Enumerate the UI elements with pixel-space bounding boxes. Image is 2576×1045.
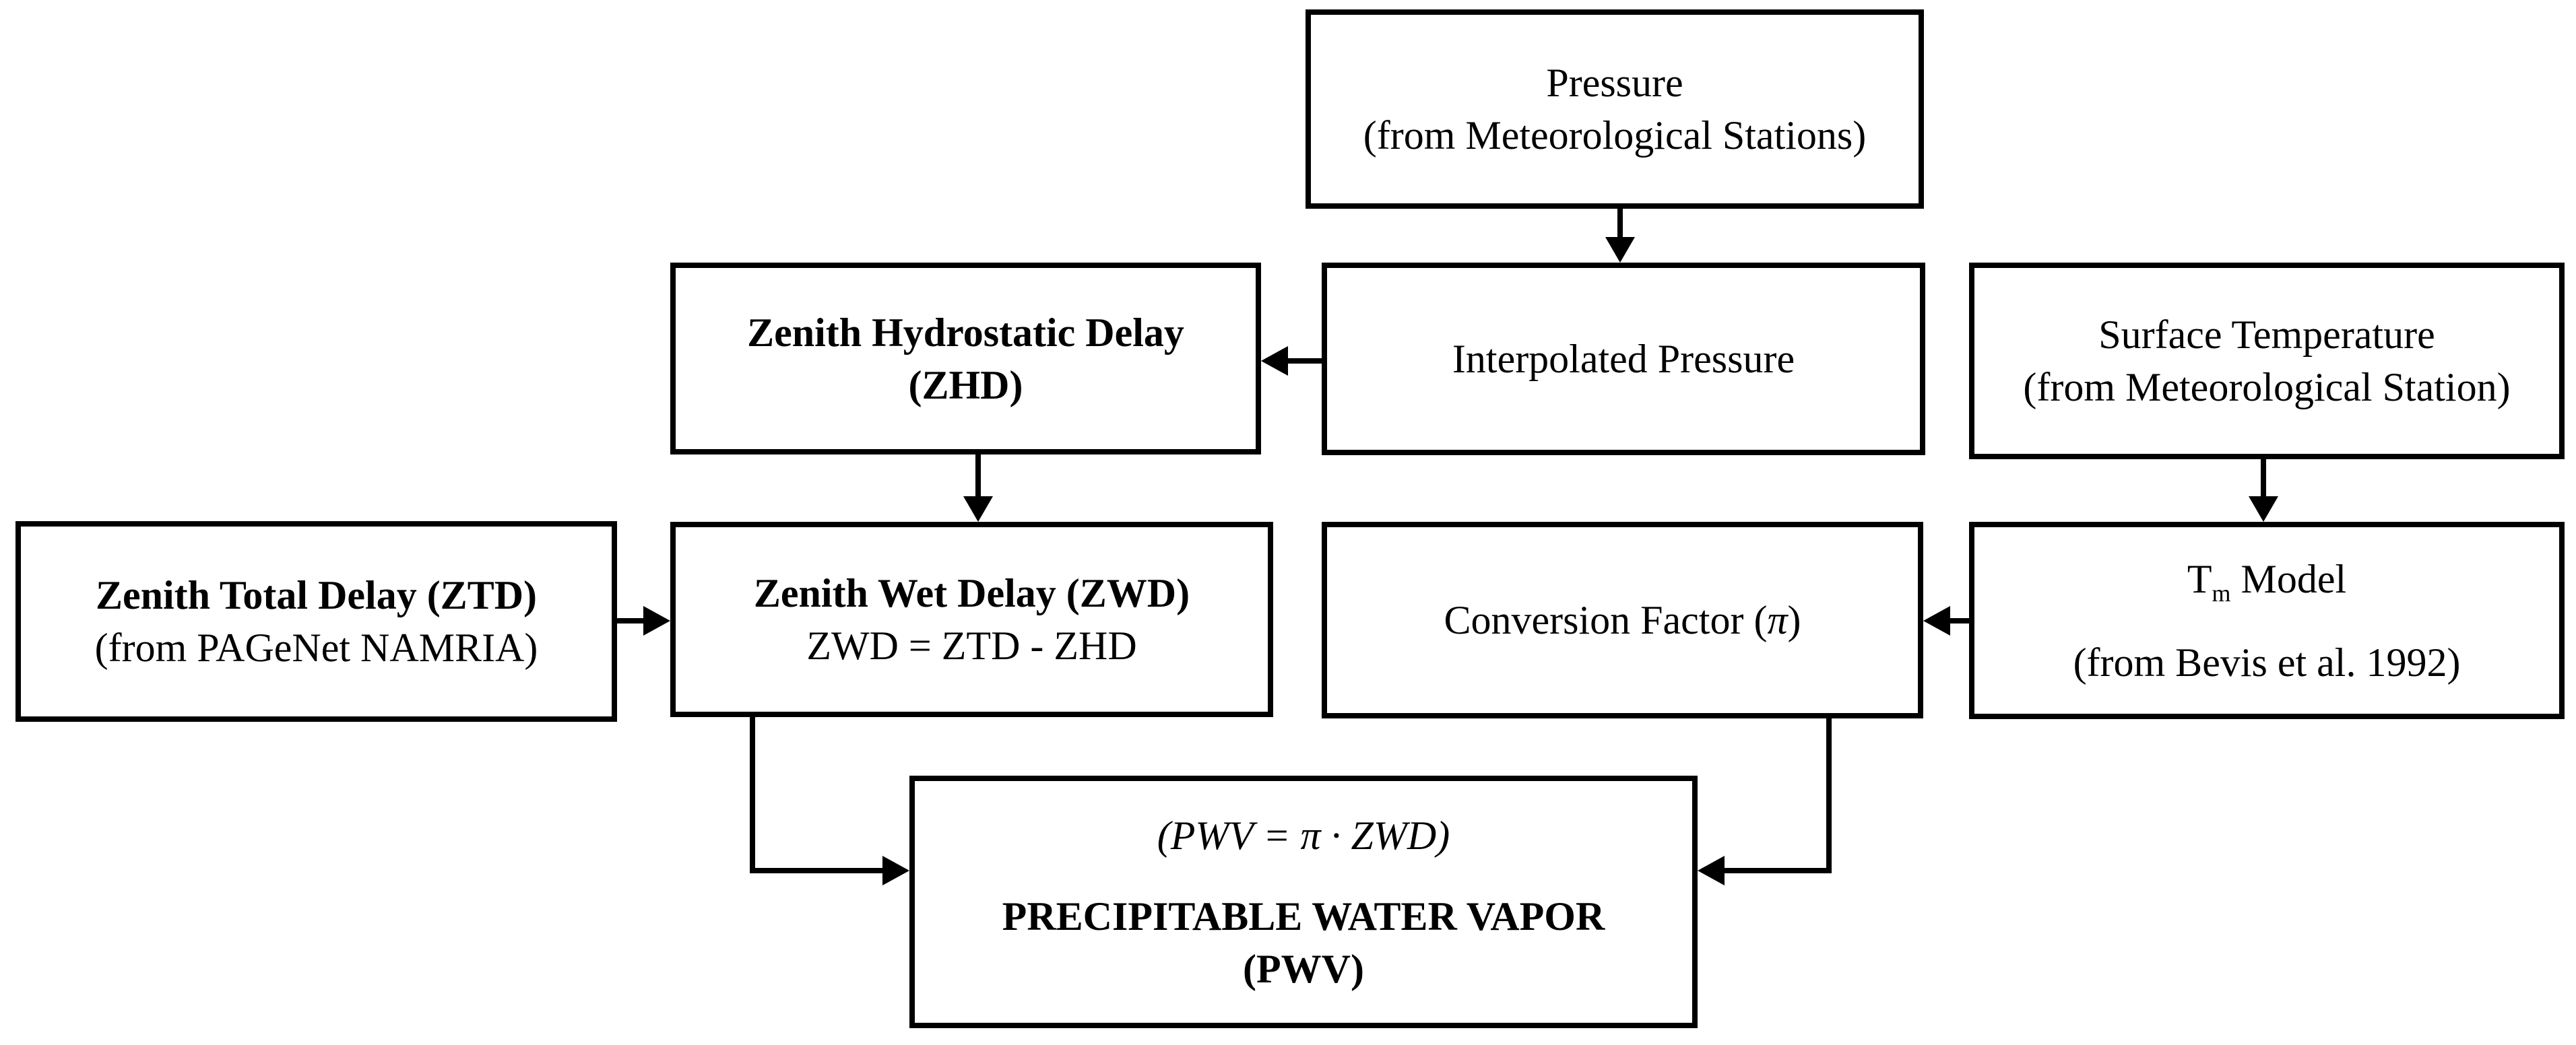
connector-zhd-to-zwd-shaft (975, 454, 981, 498)
connector-conversion-to-pwv-vertical (1826, 718, 1832, 873)
node-zenith-wet-delay: Zenith Wet Delay (ZWD) ZWD = ZTD - ZHD (670, 522, 1273, 717)
node-pressure: Pressure (from Meteorological Stations) (1306, 9, 1924, 209)
node-surface-temperature: Surface Temperature (from Meteorological… (1969, 263, 2565, 459)
node-pressure-line1: Pressure (1546, 61, 1683, 105)
node-zhd-line2: (ZHD) (908, 362, 1023, 407)
connector-interpolated-to-zhd-shaft (1285, 358, 1323, 364)
node-tm-model: Tm Model (from Bevis et al. 1992) (1969, 522, 2565, 719)
arrowhead-zhd-to-zwd (963, 496, 993, 522)
arrowhead-conversion-to-pwv (1698, 856, 1725, 885)
node-tm-model-line1: Tm Model (2187, 553, 2346, 605)
connector-tm-to-conversion-shaft (1949, 618, 1969, 623)
node-interpolated-pressure-line1: Interpolated Pressure (1452, 337, 1795, 381)
node-zwd-line1: Zenith Wet Delay (ZWD) (753, 571, 1190, 615)
node-pressure-line2: (from Meteorological Stations) (1363, 113, 1867, 158)
arrowhead-surface-to-tm (2249, 496, 2278, 522)
connector-zwd-to-pwv-horizontal (750, 868, 884, 873)
connector-ztd-to-zwd-shaft (617, 618, 645, 623)
tm-model-subscript: m (2212, 579, 2231, 607)
node-conversion-factor: Conversion Factor (π) (1322, 522, 1923, 718)
tm-model-t: T (2187, 556, 2212, 601)
node-pwv-formula: (PWV = π · ZWD) (1157, 813, 1450, 858)
node-surface-temperature-line2: (from Meteorological Station) (2023, 365, 2511, 409)
node-conversion-factor-line1: Conversion Factor (π) (1444, 594, 1801, 646)
connector-pressure-to-interpolated-shaft (1617, 209, 1623, 238)
arrowhead-tm-to-conversion (1923, 606, 1950, 636)
node-ztd-line2: (from PAGeNet NAMRIA) (94, 626, 538, 670)
node-surface-temperature-line1: Surface Temperature (2098, 312, 2435, 357)
tm-model-rest: Model (2230, 556, 2347, 601)
node-zenith-hydrostatic-delay: Zenith Hydrostatic Delay (ZHD) (670, 263, 1261, 454)
arrowhead-interpolated-to-zhd (1261, 346, 1288, 376)
node-ztd-line1: Zenith Total Delay (ZTD) (95, 573, 538, 617)
conversion-factor-suffix: ) (1787, 598, 1801, 642)
node-tm-model-line2: (from Bevis et al. 1992) (2073, 640, 2461, 685)
node-zhd-line1: Zenith Hydrostatic Delay (747, 310, 1184, 355)
node-interpolated-pressure: Interpolated Pressure (1322, 263, 1925, 455)
connector-zwd-to-pwv-vertical (750, 716, 755, 873)
node-precipitable-water-vapor: (PWV = π · ZWD) PRECIPITABLE WATER VAPOR… (909, 776, 1698, 1028)
node-pwv-line2: (PWV) (1243, 946, 1364, 991)
conversion-factor-prefix: Conversion Factor ( (1444, 598, 1768, 642)
node-zwd-line2: ZWD = ZTD - ZHD (806, 623, 1137, 668)
node-zenith-total-delay: Zenith Total Delay (ZTD) (from PAGeNet N… (15, 521, 617, 722)
conversion-factor-pi-symbol: π (1767, 598, 1788, 642)
arrowhead-pressure-to-interpolated (1605, 237, 1635, 263)
arrowhead-zwd-to-pwv (882, 856, 909, 885)
node-pwv-line1: PRECIPITABLE WATER VAPOR (1002, 894, 1605, 939)
connector-conversion-to-pwv-horizontal (1723, 868, 1832, 873)
connector-surface-to-tm-shaft (2261, 459, 2266, 498)
arrowhead-ztd-to-zwd (643, 606, 670, 636)
